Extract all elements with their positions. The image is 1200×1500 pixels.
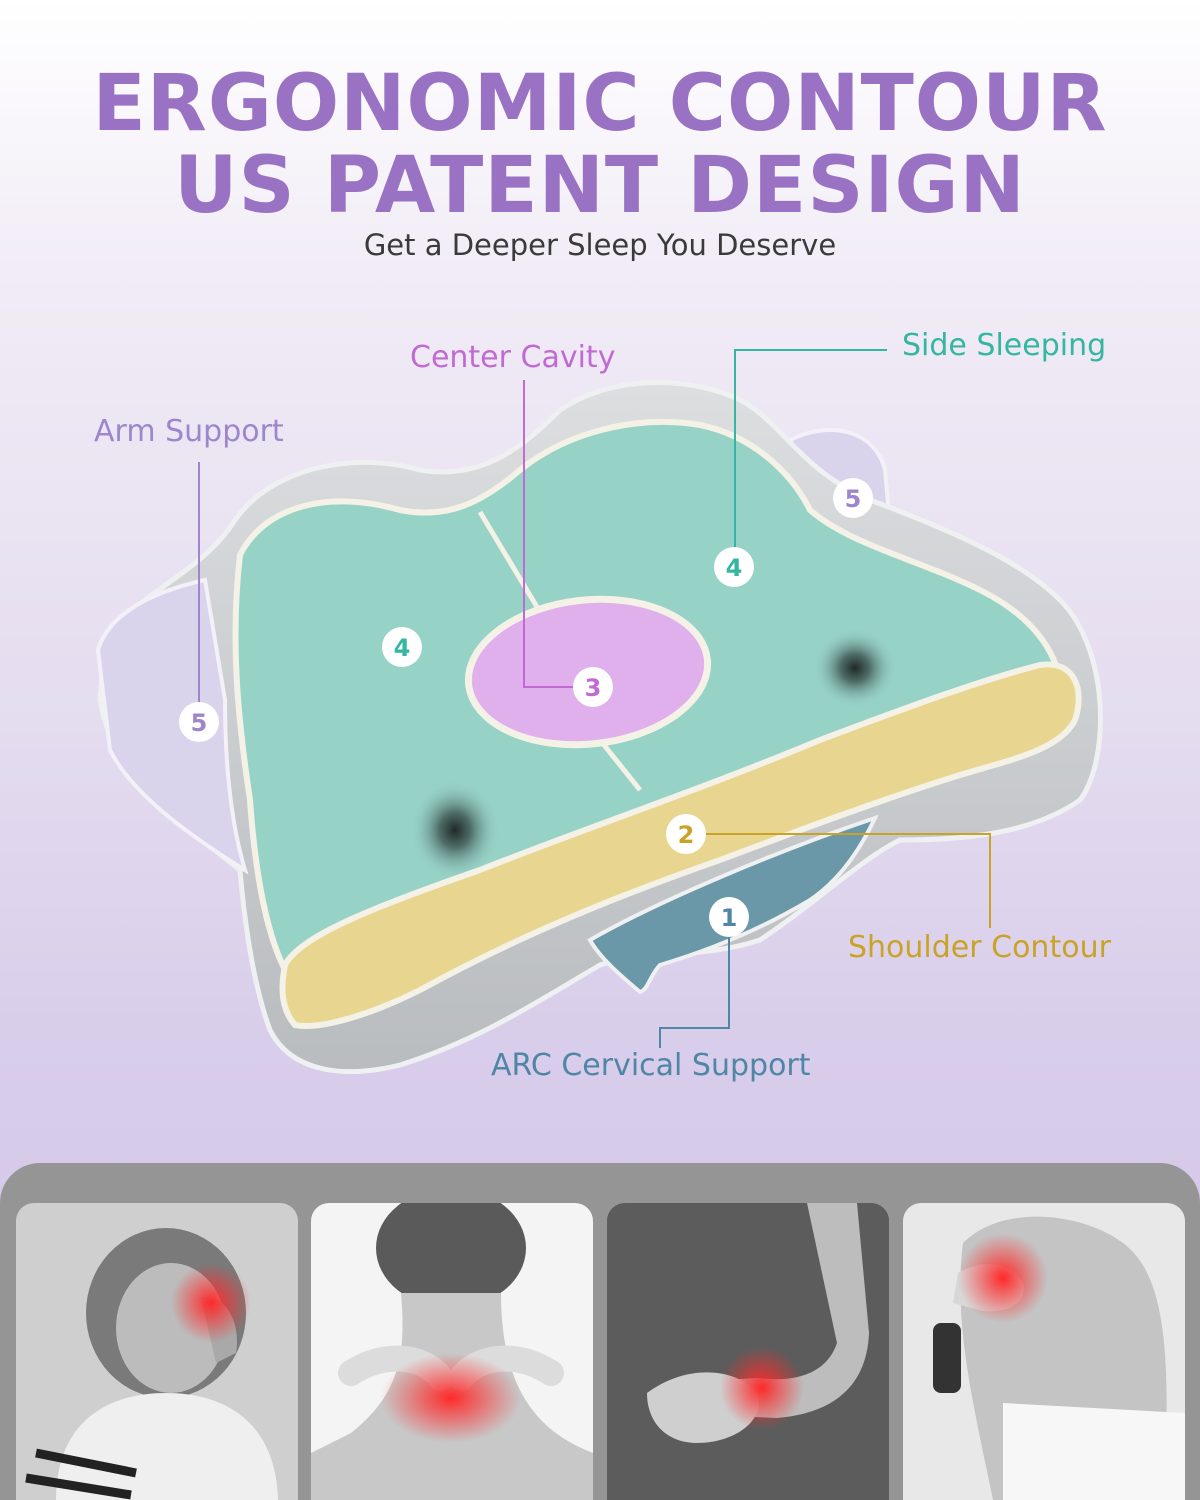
svg-text:4: 4	[394, 634, 411, 662]
arm-support-label: Arm Support	[94, 414, 284, 449]
badge-side-sleeping-left: 4	[382, 627, 422, 667]
page-subtitle: Get a Deeper Sleep You Deserve	[363, 228, 837, 262]
leader-shoulder-contour	[686, 833, 991, 928]
svg-text:5: 5	[845, 485, 862, 513]
shoulder-pain-photo	[903, 1203, 1185, 1500]
svg-text:1: 1	[721, 904, 738, 932]
head-pain-photo	[16, 1203, 298, 1500]
page-title-line2: US PATENT DESIGN	[174, 141, 1026, 231]
badge-center-cavity: 3	[573, 667, 613, 707]
svg-text:3: 3	[585, 674, 602, 702]
side-sleeping-label: Side Sleeping	[902, 328, 1107, 363]
neck-hollow-right	[813, 628, 897, 708]
svg-text:2: 2	[678, 821, 695, 849]
leader-arc-cervical	[659, 918, 730, 1048]
page-title-line1: ERGONOMIC CONTOUR	[92, 59, 1108, 149]
pillow-diagram: 3 4 4 5 5 2 1	[95, 349, 1103, 1075]
svg-text:5: 5	[191, 709, 208, 737]
badge-side-sleeping-right: 4	[714, 547, 754, 587]
svg-text:4: 4	[726, 554, 743, 582]
badge-arm-support-left: 5	[179, 702, 219, 742]
leader-center-cavity	[523, 380, 590, 688]
shoulder-contour-label: Shoulder Contour	[848, 930, 1111, 965]
pain-photo-strip	[0, 1163, 1200, 1500]
elbow-pain-photo	[607, 1203, 889, 1500]
badge-arc-cervical: 1	[709, 897, 749, 937]
arm-support-left	[95, 577, 249, 875]
neck-hollow-left	[410, 780, 500, 880]
neck-pain-photo	[311, 1203, 593, 1500]
center-cavity-label: Center Cavity	[410, 340, 616, 375]
badge-arm-support-right: 5	[833, 478, 873, 518]
arc-cervical-support-label: ARC Cervical Support	[491, 1048, 811, 1083]
leader-side-sleeping	[734, 349, 887, 567]
badge-shoulder-contour: 2	[666, 814, 706, 854]
